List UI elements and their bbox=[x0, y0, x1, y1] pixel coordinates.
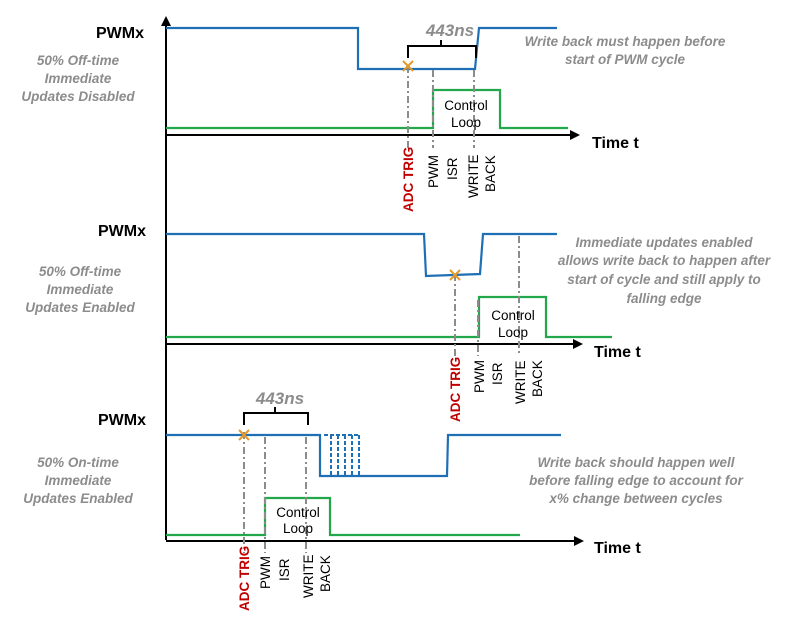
panel1-note-line1: Write back must happen before bbox=[525, 34, 726, 49]
panel3-write-label: WRITE bbox=[301, 555, 316, 599]
panel1-adc-trigger-marker bbox=[402, 60, 414, 72]
panel3-variable-edge-dashes bbox=[324, 434, 360, 477]
panel2-side-label-line3: Updates Enabled bbox=[25, 300, 135, 315]
panel3-side-label-line3: Updates Enabled bbox=[23, 491, 133, 506]
panel1-back-label: BACK bbox=[483, 155, 498, 192]
panel3-time-label: Time t bbox=[594, 540, 642, 557]
panel1-side-label-line1: 50% Off-time bbox=[37, 53, 120, 68]
panel3-control-waveform bbox=[166, 496, 520, 537]
panel3-note-line3: x% change between cycles bbox=[548, 491, 723, 506]
panel2-side-label-line1: 50% Off-time bbox=[39, 264, 122, 279]
panel2-pwm-waveform bbox=[166, 232, 557, 278]
panel2-control-loop-line2: Loop bbox=[498, 325, 528, 340]
panel1-signal-label: PWMx bbox=[96, 25, 144, 42]
panel3-pwm-label: PWM bbox=[258, 556, 273, 589]
panel1-write-label: WRITE bbox=[466, 155, 481, 199]
panel2-note-line4: falling edge bbox=[626, 291, 702, 306]
panel1-pwm-label: PWM bbox=[426, 155, 441, 188]
panel3-side-label-line2: Immediate bbox=[45, 473, 112, 488]
panel3-back-label: BACK bbox=[318, 555, 333, 592]
panel2-pwm-label: PWM bbox=[472, 360, 487, 393]
panel1-isr-label: ISR bbox=[445, 157, 460, 180]
panel2-time-label: Time t bbox=[594, 344, 642, 361]
panel-1: PWMx 50% Off-time Immediate Updates Disa… bbox=[21, 21, 726, 212]
panel3-adc-trig-label: ADC TRIG bbox=[237, 546, 252, 611]
panel3-side-label-line1: 50% On-time bbox=[37, 455, 119, 470]
panel3-pwm-waveform bbox=[166, 433, 561, 478]
panel1-time-label: Time t bbox=[592, 135, 640, 152]
panel1-adc-trig-label: ADC TRIG bbox=[401, 147, 416, 212]
panel2-isr-label: ISR bbox=[490, 362, 505, 385]
panel-3: PWMx 50% On-time Immediate Updates Enabl… bbox=[23, 389, 743, 611]
panel3-control-loop-line2: Loop bbox=[283, 521, 313, 536]
panel3-signal-label: PWMx bbox=[98, 412, 146, 429]
panel1-measurement: 443ns bbox=[425, 21, 474, 40]
panel3-note-line1: Write back should happen well bbox=[537, 455, 734, 470]
panel1-pwm-waveform bbox=[166, 26, 557, 71]
panel2-note-line1: Immediate updates enabled bbox=[575, 235, 753, 250]
panel-2: PWMx 50% Off-time Immediate Updates Enab… bbox=[25, 223, 771, 422]
panel2-back-label: BACK bbox=[530, 360, 545, 397]
panel2-control-loop-line1: Control bbox=[491, 308, 535, 323]
panel2-side-label-line2: Immediate bbox=[47, 282, 114, 297]
panel1-control-loop-line1: Control bbox=[444, 98, 488, 113]
panel1-note-line2: start of PWM cycle bbox=[565, 52, 686, 67]
panel1-measurement-brace bbox=[407, 40, 477, 58]
panel1-side-label-line2: Immediate bbox=[45, 71, 112, 86]
panel1-side-label-line3: Updates Disabled bbox=[21, 89, 135, 104]
panel3-measurement: 443ns bbox=[255, 389, 304, 408]
panel3-note-line2: before falling edge to account for bbox=[529, 473, 744, 488]
panel2-signal-label: PWMx bbox=[98, 223, 146, 240]
panel2-note-line3: start of cycle and still apply to bbox=[567, 272, 761, 287]
panel3-isr-label: ISR bbox=[277, 558, 292, 581]
panel3-adc-trigger-marker bbox=[238, 429, 250, 441]
panel3-measurement-brace bbox=[243, 407, 309, 425]
panel2-adc-trig-label: ADC TRIG bbox=[448, 357, 463, 422]
panel3-control-loop-line1: Control bbox=[276, 505, 320, 520]
panel1-control-waveform bbox=[166, 88, 568, 130]
panel2-write-label: WRITE bbox=[513, 361, 528, 405]
panel2-note-line2: allows write back to happen after bbox=[558, 253, 771, 268]
panel1-control-loop-line2: Loop bbox=[451, 115, 481, 130]
panel2-control-waveform bbox=[166, 295, 612, 339]
panel2-adc-trigger-marker bbox=[449, 269, 461, 281]
